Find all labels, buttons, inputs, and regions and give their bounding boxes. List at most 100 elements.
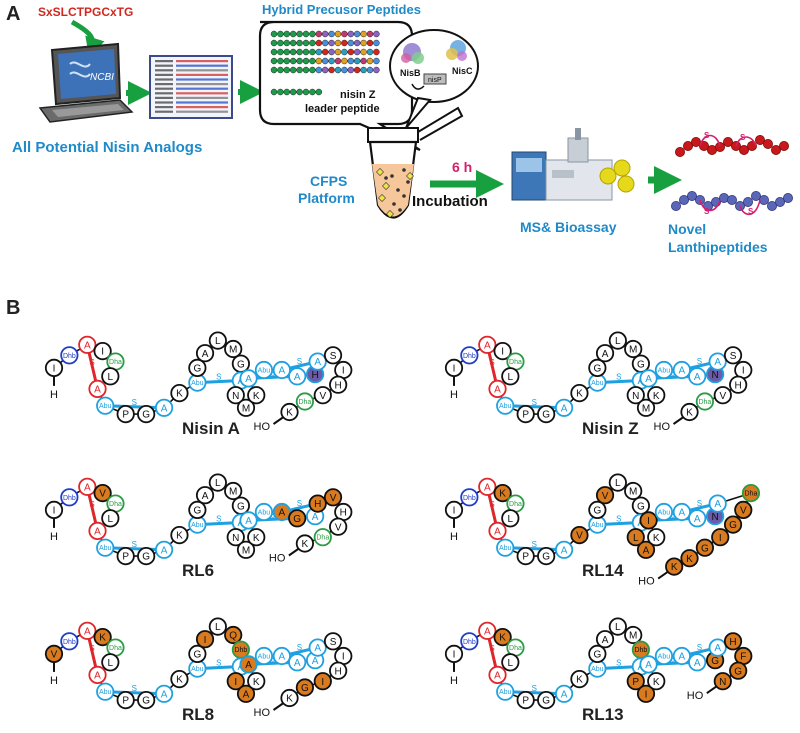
residue xyxy=(236,540,256,559)
sulfur-label: S xyxy=(132,540,137,549)
precursor-residue xyxy=(309,39,316,47)
residue-label: N xyxy=(632,391,639,402)
residue xyxy=(239,369,258,388)
lanthipeptide-residue xyxy=(751,190,762,201)
sulfur-label: S xyxy=(216,515,221,524)
tube-particle xyxy=(384,176,388,180)
residue xyxy=(60,488,79,507)
residue-label: A xyxy=(694,514,701,525)
sulfur-label: S xyxy=(616,659,621,668)
precursor-residue xyxy=(270,57,278,65)
residue xyxy=(313,672,332,691)
residue xyxy=(654,646,674,666)
lanthipeptide-residue xyxy=(687,190,698,201)
tube-particle xyxy=(406,172,414,180)
residue xyxy=(488,665,507,685)
residue xyxy=(695,392,714,411)
n-terminus-label: H xyxy=(450,389,458,401)
residue-label: Dha xyxy=(298,399,311,406)
precursor-residue xyxy=(341,66,348,74)
lanthipeptide-residue xyxy=(743,196,754,207)
precursor-residue xyxy=(373,57,380,65)
residue-label: G xyxy=(734,666,742,677)
residue-label: A xyxy=(94,385,101,396)
precursor-residue xyxy=(321,39,329,47)
precursor-residue xyxy=(334,39,342,47)
sulfur-label: S xyxy=(532,540,537,549)
sulfur-label: S xyxy=(297,499,302,508)
nisp-box xyxy=(423,73,447,85)
residue-label: F xyxy=(740,652,746,663)
residue-label: M xyxy=(229,345,237,356)
sulfur-label: S xyxy=(616,373,621,382)
residue-label: H xyxy=(312,370,319,381)
residue-label: M xyxy=(629,487,637,498)
precursor-residue xyxy=(373,66,380,74)
residue xyxy=(595,344,615,363)
residue-label: Abu xyxy=(99,545,112,552)
lanthipeptide-residue xyxy=(671,200,682,211)
residue xyxy=(713,386,732,405)
sulfur-label: S xyxy=(132,684,137,693)
residue xyxy=(460,346,479,365)
residue-label: K xyxy=(253,677,260,688)
residue xyxy=(137,546,156,566)
precursor-residue xyxy=(296,57,303,65)
residue xyxy=(288,367,307,386)
thioether-bridge xyxy=(699,199,721,212)
residue-label: A xyxy=(245,660,252,671)
residue xyxy=(280,402,299,422)
residue-label: A xyxy=(245,374,252,385)
c-terminus-bond xyxy=(288,547,300,557)
c-terminus-label: HO xyxy=(638,576,655,588)
residue xyxy=(624,625,643,645)
residue xyxy=(516,404,535,424)
alignment-sequence-line xyxy=(176,96,228,99)
residue-label: S xyxy=(330,637,337,648)
residue xyxy=(208,473,227,492)
residue xyxy=(154,540,174,559)
residue-label: K xyxy=(302,539,309,550)
lanthipeptide-residue xyxy=(727,194,738,205)
lanthipeptide-residue xyxy=(715,141,726,152)
precursor-residue xyxy=(366,39,374,47)
residue-label: L xyxy=(215,622,221,633)
residue-label: M xyxy=(242,545,250,556)
residue-label: A xyxy=(484,626,491,637)
residue xyxy=(88,521,107,541)
precursor-residue xyxy=(283,66,291,74)
residue-label: K xyxy=(576,675,583,686)
precursor-residue xyxy=(347,66,355,74)
alignment-sequence-line xyxy=(176,83,228,86)
tube-particle xyxy=(398,208,402,212)
residue-label: G xyxy=(237,501,245,512)
residue-label: A xyxy=(279,366,286,377)
lanthipeptide-residue xyxy=(779,140,790,151)
tube-particle xyxy=(390,174,394,178)
thioether-bridge xyxy=(105,546,165,552)
molecule-rl13: SSSSSHHOIDhbAKDhaLAAbuPGAKAbuGALMDhbAPIK… xyxy=(444,617,753,724)
precursor-residue xyxy=(309,30,316,38)
molecule-rl14: SSSSSHHOIDhbAKDhaLAAbuPGAVAbuGVLMGALAKIA… xyxy=(444,473,761,588)
residue-label: G xyxy=(711,656,719,667)
panel-a-label: A xyxy=(6,3,20,25)
sulfur-label: S xyxy=(89,500,94,509)
residue xyxy=(137,404,156,424)
precursor-residue xyxy=(302,39,310,47)
precursor-residue xyxy=(328,48,335,56)
residue-label: G xyxy=(637,359,645,370)
residue xyxy=(647,528,666,547)
leader-residue xyxy=(283,88,291,96)
sulfur-label: S xyxy=(132,398,137,407)
residue-label: G xyxy=(593,650,601,661)
residue-label: L xyxy=(508,514,514,525)
residue xyxy=(647,672,666,691)
residue xyxy=(254,646,274,666)
residue xyxy=(170,525,189,545)
residue xyxy=(608,473,627,492)
leader-peptide-label: leader peptide xyxy=(305,103,380,115)
residue-label: A xyxy=(679,652,686,663)
residue xyxy=(224,481,243,501)
molecule-name: Nisin Z xyxy=(582,419,639,438)
sulfur-label: S xyxy=(216,659,221,668)
